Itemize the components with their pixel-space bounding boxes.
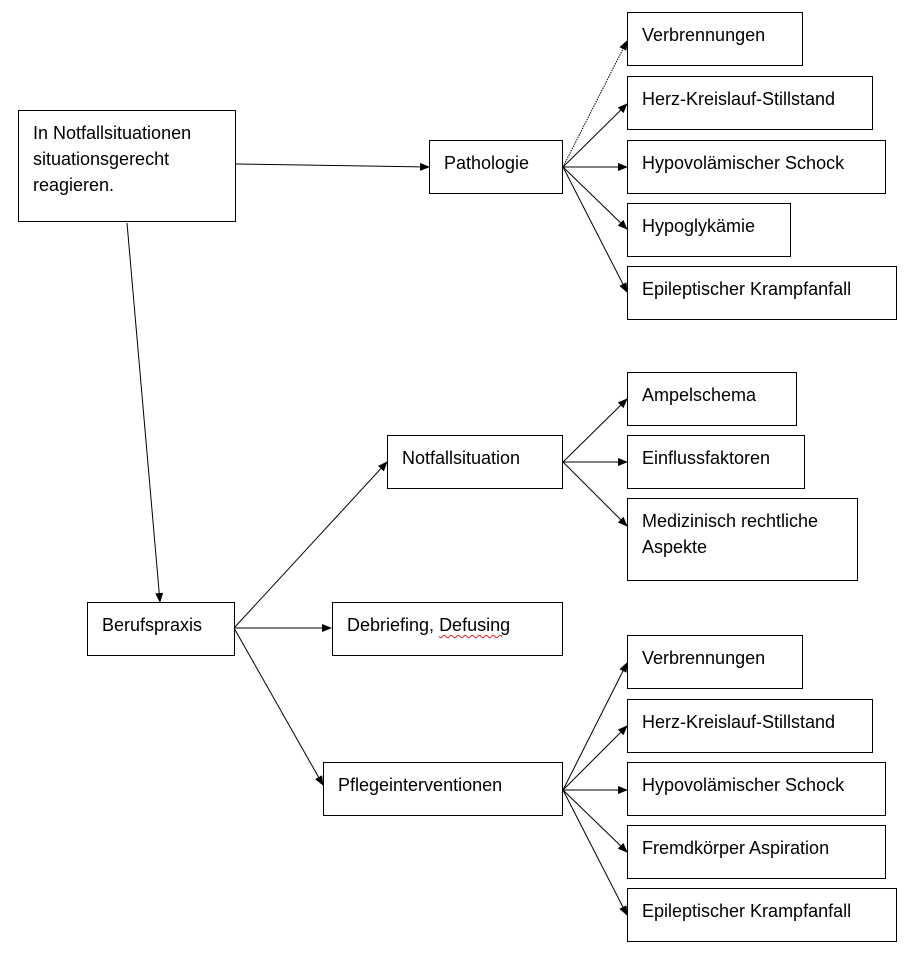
item-label: Medizinisch rechtliche Aspekte xyxy=(642,511,819,557)
item-label: Hypoglykämie xyxy=(642,216,756,236)
debriefing-label: Debriefing, xyxy=(347,615,435,635)
pathologie-item-verbrennungen: Verbrennungen xyxy=(627,12,803,66)
pflege-item-verbrennungen: Verbrennungen xyxy=(627,635,803,689)
arrow-pathologie-to-herz-kreislauf xyxy=(562,103,628,168)
item-label: Einflussfaktoren xyxy=(642,448,771,468)
pflegeinterventionen-box: Pflegeinterventionen xyxy=(323,762,563,816)
arrow-root-to-pathologie xyxy=(235,162,430,171)
arrow-pflege-to-epileptischer-krampfanfall xyxy=(562,789,628,916)
root-goal-box: In Notfallsituationen situationsgerecht … xyxy=(18,110,236,222)
pathologie-item-hypoglykaemie: Hypoglykämie xyxy=(627,203,791,257)
berufspraxis-label: Berufspraxis xyxy=(102,615,203,635)
item-label: Epileptischer Krampfanfall xyxy=(642,279,852,299)
arrow-berufspraxis-to-pflegeinterventionen xyxy=(233,627,324,786)
notfallsituation-item-einflussfaktoren: Einflussfaktoren xyxy=(627,435,805,489)
arrow-pathologie-to-verbrennungen xyxy=(562,40,628,168)
pathologie-item-herz-kreislauf-stillstand: Herz-Kreislauf-Stillstand xyxy=(627,76,873,130)
debriefing-defusing-box: Debriefing, Defusing xyxy=(332,602,563,656)
notfallsituation-label: Notfallsituation xyxy=(402,448,521,468)
arrow-pflege-to-herz-kreislauf xyxy=(562,725,628,791)
item-label: Hypovolämischer Schock xyxy=(642,153,845,173)
notfallsituation-box: Notfallsituation xyxy=(387,435,563,489)
pathologie-box: Pathologie xyxy=(429,140,563,194)
pflegeinterventionen-label: Pflegeinterventionen xyxy=(338,775,503,795)
pflege-item-hypovolaemischer-schock: Hypovolämischer Schock xyxy=(627,762,886,816)
arrow-root-to-berufspraxis xyxy=(126,222,164,603)
pflege-item-epileptischer-krampfanfall: Epileptischer Krampfanfall xyxy=(627,888,897,942)
pathologie-item-epileptischer-krampfanfall: Epileptischer Krampfanfall xyxy=(627,266,897,320)
berufspraxis-box: Berufspraxis xyxy=(87,602,235,656)
item-label: Herz-Kreislauf-Stillstand xyxy=(642,712,836,732)
item-label: Verbrennungen xyxy=(642,25,766,45)
pathologie-item-hypovolaemischer-schock: Hypovolämischer Schock xyxy=(627,140,886,194)
arrow-berufspraxis-to-notfallsituation xyxy=(233,461,388,629)
item-label: Hypovolämischer Schock xyxy=(642,775,845,795)
arrow-pathologie-to-hypoglykaemie xyxy=(562,166,628,230)
arrow-pathologie-to-epileptischer-krampfanfall xyxy=(562,166,628,293)
notfallsituation-item-medizinisch-rechtliche-aspekte: Medizinisch rechtliche Aspekte xyxy=(627,498,858,581)
pflege-item-herz-kreislauf-stillstand: Herz-Kreislauf-Stillstand xyxy=(627,699,873,753)
arrow-pflege-to-verbrennungen xyxy=(562,662,628,791)
arrow-pflege-to-fremdkoerper-aspiration xyxy=(562,789,628,853)
item-label: Ampelschema xyxy=(642,385,757,405)
pathologie-label: Pathologie xyxy=(444,153,530,173)
item-label: Herz-Kreislauf-Stillstand xyxy=(642,89,836,109)
item-label: Fremdkörper Aspiration xyxy=(642,838,830,858)
root-goal-text: In Notfallsituationen situationsgerecht … xyxy=(33,123,192,195)
arrow-notfallsituation-to-medizinisch-rechtliche-aspekte xyxy=(562,461,628,527)
arrow-notfallsituation-to-ampelschema xyxy=(562,398,628,463)
notfallsituation-item-ampelschema: Ampelschema xyxy=(627,372,797,426)
item-label: Epileptischer Krampfanfall xyxy=(642,901,852,921)
item-label: Verbrennungen xyxy=(642,648,766,668)
defusing-label: Defusing xyxy=(439,615,511,635)
pflege-item-fremdkoerper-aspiration: Fremdkörper Aspiration xyxy=(627,825,886,879)
